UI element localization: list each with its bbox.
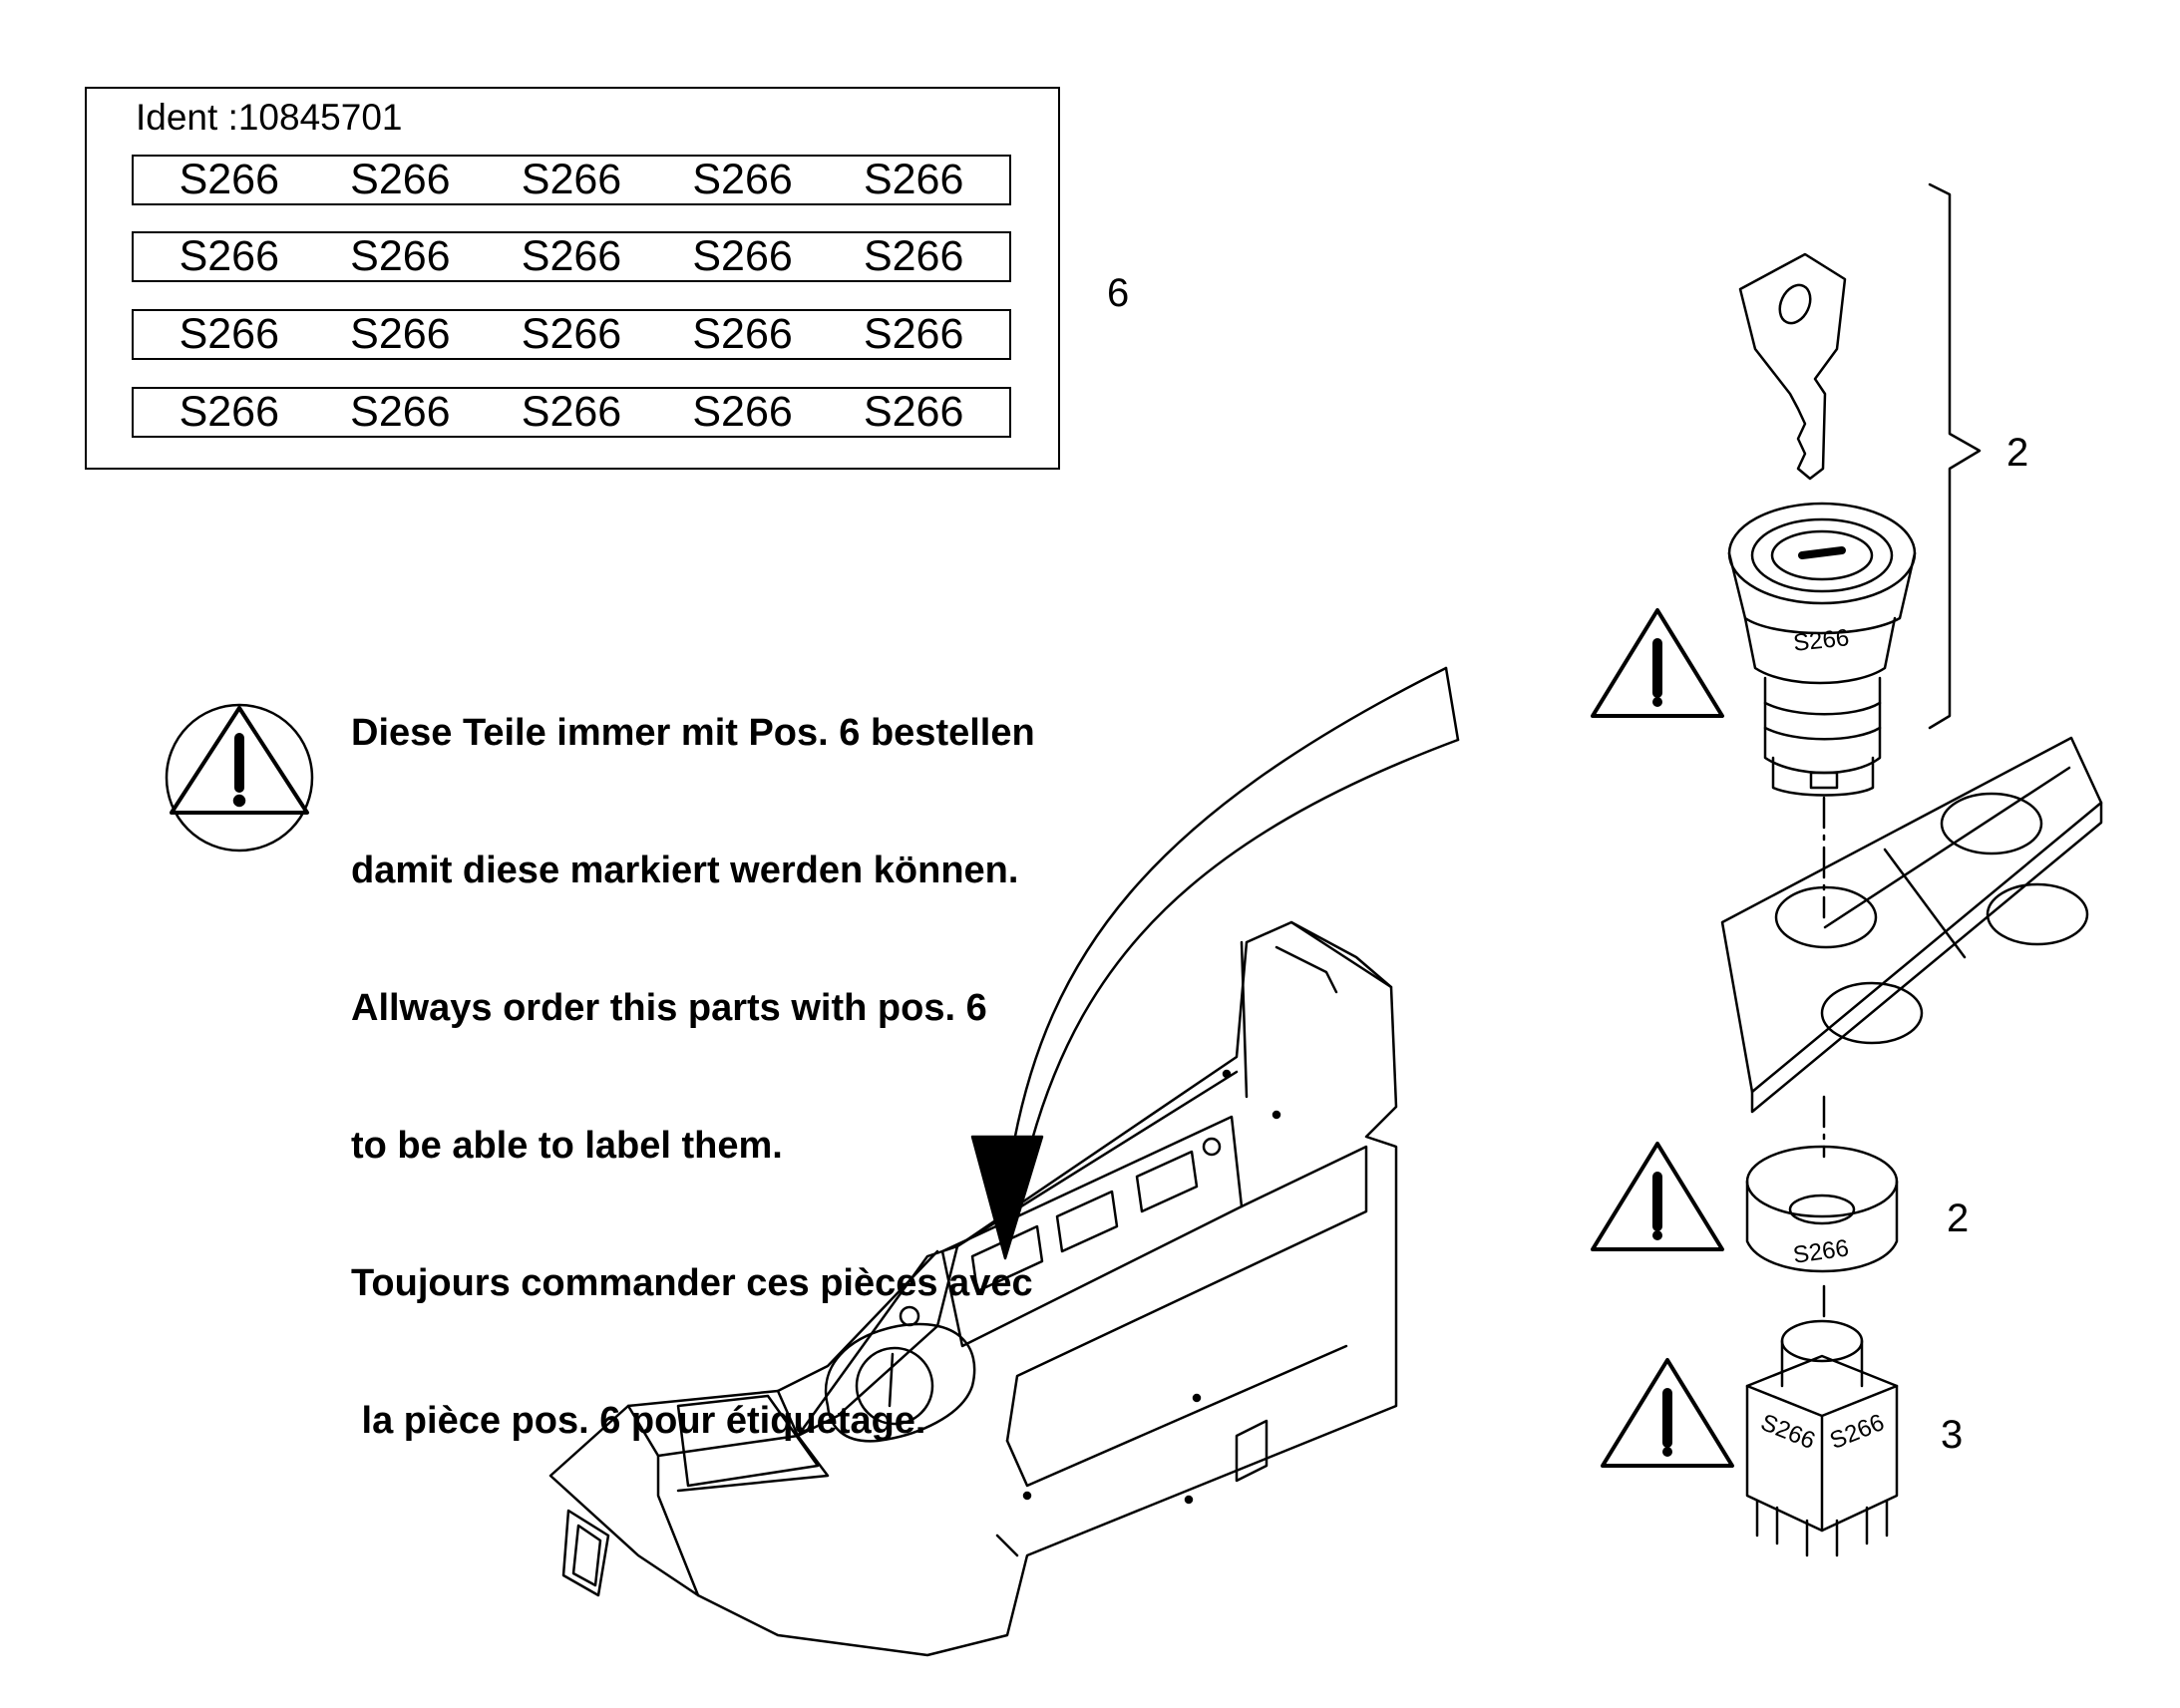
label-cell: S266 bbox=[350, 232, 451, 280]
label-cell: S266 bbox=[692, 232, 793, 280]
label-cell: S266 bbox=[692, 156, 793, 203]
ident-number: Ident :10845701 bbox=[136, 97, 403, 138]
label-cell: S266 bbox=[521, 232, 622, 280]
label-cell: S266 bbox=[179, 388, 280, 436]
warning-triangle-icon bbox=[1591, 1142, 1724, 1251]
label-cell: S266 bbox=[863, 232, 964, 280]
console-housing bbox=[548, 920, 1398, 1657]
callout-pos-2-bezel: 2 bbox=[1947, 1196, 1970, 1240]
callout-pos-2-key: 2 bbox=[2006, 431, 2029, 475]
warning-triangle-icon bbox=[1601, 1358, 1734, 1468]
switch-block bbox=[1745, 1319, 1899, 1557]
label-cell: S266 bbox=[350, 388, 451, 436]
label-cell: S266 bbox=[521, 310, 622, 358]
bezel-ring bbox=[1745, 1145, 1899, 1273]
mounting-plate bbox=[1720, 736, 2103, 1114]
label-strip-4: S266 S266 S266 S266 S266 bbox=[132, 387, 1011, 438]
label-cell: S266 bbox=[350, 310, 451, 358]
block-label-left: S266 bbox=[1757, 1409, 1819, 1455]
note-line: Allways order this parts with pos. 6 bbox=[351, 987, 987, 1029]
key-icon bbox=[1738, 252, 1847, 481]
label-cell: S266 bbox=[179, 156, 280, 203]
pointer-arrow bbox=[970, 666, 1460, 1260]
note-line: Toujours commander ces pièces avec bbox=[351, 1262, 1033, 1304]
label-cell: S266 bbox=[692, 388, 793, 436]
warning-circle-icon bbox=[165, 703, 314, 853]
note-line: la pièce pos. 6 pour étiquetage. bbox=[351, 1400, 926, 1442]
group-bracket bbox=[1928, 182, 1982, 730]
callout-pos-3: 3 bbox=[1941, 1413, 1964, 1457]
label-cell: S266 bbox=[692, 310, 793, 358]
lock-cylinder-label: S266 bbox=[1792, 624, 1851, 657]
note-line: Diese Teile immer mit Pos. 6 bestellen bbox=[351, 712, 1035, 754]
label-cell: S266 bbox=[521, 388, 622, 436]
note-line: damit diese markiert werden können. bbox=[351, 850, 1019, 891]
label-strip-3: S266 S266 S266 S266 S266 bbox=[132, 309, 1011, 360]
label-cell: S266 bbox=[521, 156, 622, 203]
label-strip-2: S266 S266 S266 S266 S266 bbox=[132, 231, 1011, 282]
label-cell: S266 bbox=[863, 156, 964, 203]
block-label-right: S266 bbox=[1826, 1409, 1888, 1455]
label-cell: S266 bbox=[179, 310, 280, 358]
label-strip-1: S266 S266 S266 S266 S266 bbox=[132, 155, 1011, 205]
label-cell: S266 bbox=[863, 388, 964, 436]
callout-pos-6: 6 bbox=[1107, 271, 1130, 315]
label-cell: S266 bbox=[863, 310, 964, 358]
bezel-label: S266 bbox=[1791, 1234, 1850, 1269]
label-cell: S266 bbox=[350, 156, 451, 203]
label-cell: S266 bbox=[179, 232, 280, 280]
lock-cylinder bbox=[1727, 502, 1917, 797]
note-line: to be able to label them. bbox=[351, 1125, 783, 1167]
label-sheet bbox=[85, 87, 1060, 470]
warning-triangle-icon bbox=[1591, 608, 1724, 718]
ordering-note: Diese Teile immer mit Pos. 6 bestellen d… bbox=[351, 618, 1035, 1536]
